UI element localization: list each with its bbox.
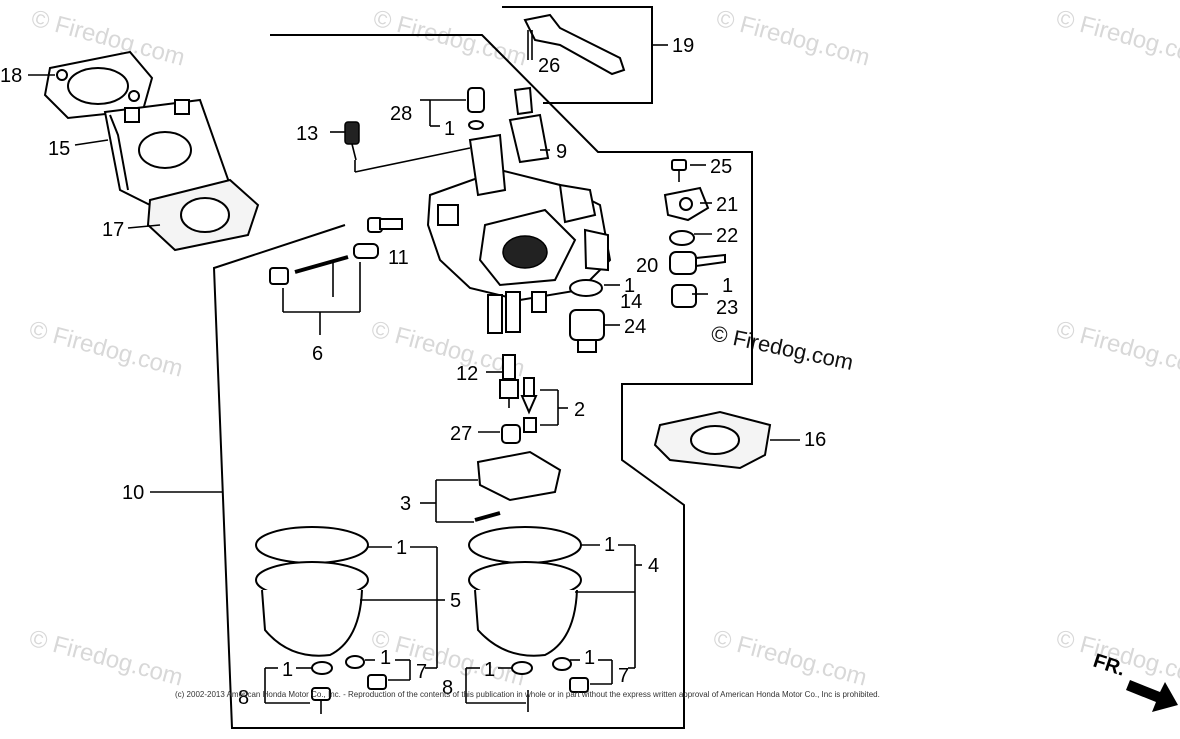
callout-1: 1 <box>722 275 733 297</box>
callout-22: 22 <box>716 225 738 247</box>
callout-27: 27 <box>450 423 472 445</box>
callout-1: 1 <box>444 118 455 140</box>
part-13-cap <box>344 121 360 145</box>
callout-23: 23 <box>716 297 738 319</box>
carburetor-body <box>426 133 612 334</box>
part-27-jet <box>501 424 521 444</box>
part-18-gasket <box>43 50 154 120</box>
part-24-cap <box>569 309 605 353</box>
callout-4: 4 <box>648 555 659 577</box>
part-22-ring <box>669 230 695 246</box>
part-14-ring <box>569 279 603 297</box>
choke-arm-box <box>502 6 653 104</box>
leader-lines <box>28 44 800 704</box>
callout-21: 21 <box>716 194 738 216</box>
part-23-filter <box>671 284 697 308</box>
callout-1: 1 <box>380 647 391 669</box>
callout-3: 3 <box>400 493 411 515</box>
callout-1: 1 <box>282 659 293 681</box>
callout-13: 13 <box>296 123 318 145</box>
part-15-insulator <box>103 98 232 207</box>
part-6-pilot-screw-set <box>269 243 379 285</box>
part-16-gasket <box>653 410 772 470</box>
watermark: © Firedog.com <box>370 5 529 72</box>
callout-18: 18 <box>0 65 22 87</box>
part-8-bolt-left <box>311 661 333 714</box>
watermark: © Firedog.com <box>710 625 869 692</box>
part-7-bolt-right <box>552 657 589 693</box>
assembly-outline <box>212 34 753 729</box>
watermark: © Firedog.com <box>713 5 872 72</box>
part-20-valve <box>669 251 726 275</box>
part-11-screw <box>367 217 403 233</box>
callout-1: 1 <box>396 537 407 559</box>
part-5-float-bowl <box>255 526 369 657</box>
callout-1: 1 <box>624 275 635 297</box>
watermark: © Firedog.com <box>1053 316 1180 383</box>
part-3-float <box>474 450 562 522</box>
part-25-screw <box>671 159 687 182</box>
part-21-cover <box>663 186 710 222</box>
callout-16: 16 <box>804 429 826 451</box>
part-4-float-bowl <box>468 526 582 657</box>
part-28-screw <box>467 87 485 130</box>
center-watermark: © Firedog.com <box>709 320 856 375</box>
callout-25: 25 <box>710 156 732 178</box>
callout-19: 19 <box>672 35 694 57</box>
callout-7: 7 <box>618 665 629 687</box>
part-12-jet <box>499 354 519 408</box>
callout-1: 1 <box>484 659 495 681</box>
callout-24: 24 <box>624 316 646 338</box>
callout-1: 1 <box>604 534 615 556</box>
part-19-choke-arm <box>523 13 626 76</box>
part-7-bolt-left <box>345 655 387 690</box>
callout-26: 26 <box>538 55 560 77</box>
watermark: © Firedog.com <box>26 625 185 692</box>
callout-28: 28 <box>390 103 412 125</box>
watermark: © Firedog.com <box>26 316 185 383</box>
callout-1: 1 <box>584 647 595 669</box>
part-2-needle <box>520 377 538 433</box>
callout-15: 15 <box>48 138 70 160</box>
copyright-notice: (c) 2002-2013 American Honda Motor Co., … <box>175 690 880 699</box>
callout-9: 9 <box>556 141 567 163</box>
callout-10: 10 <box>122 482 144 504</box>
part-9-linkage <box>508 86 550 164</box>
callout-6: 6 <box>312 343 323 365</box>
part-13-stem <box>351 143 357 161</box>
callout-5: 5 <box>450 590 461 612</box>
callout-8: 8 <box>442 677 453 699</box>
callout-12: 12 <box>456 363 478 385</box>
callout-17: 17 <box>102 219 124 241</box>
callout-8: 8 <box>238 687 249 709</box>
callout-14: 14 <box>620 291 642 313</box>
arrow-icon <box>1126 680 1178 712</box>
watermark: © Firedog.com <box>1053 5 1180 72</box>
callout-7: 7 <box>416 661 427 683</box>
callout-20: 20 <box>636 255 658 277</box>
callout-2: 2 <box>574 399 585 421</box>
callout-11: 11 <box>388 247 409 269</box>
part-17-gasket <box>146 178 260 252</box>
